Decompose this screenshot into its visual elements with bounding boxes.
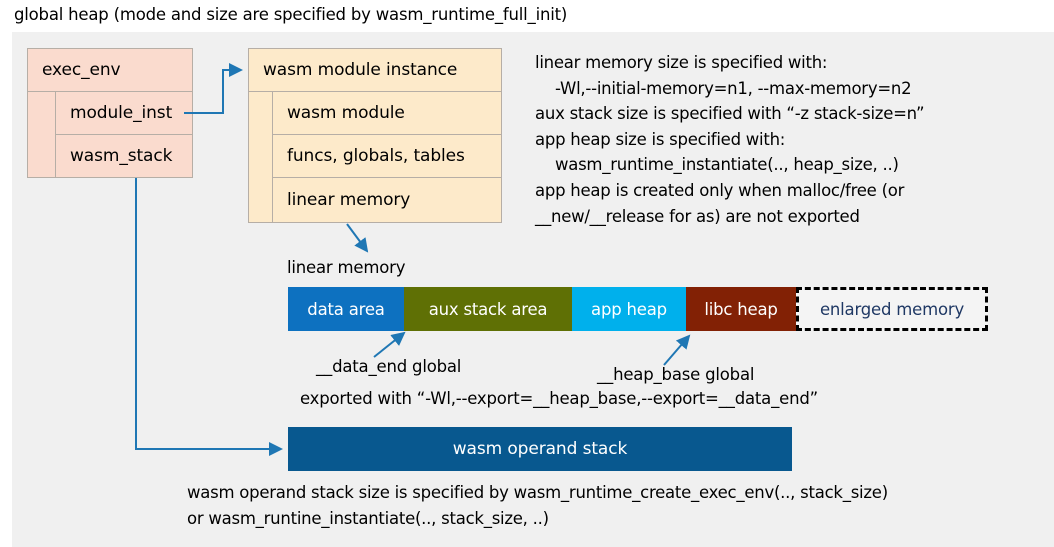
annotation-export-line: exported with “-Wl,--export=__heap_base,… xyxy=(300,389,818,408)
exec-env-box-header: exec_env xyxy=(27,48,193,92)
linear-memory-caption: linear memory xyxy=(287,258,406,277)
annotation-heap-base: __heap_base global xyxy=(597,365,755,384)
memory-segment-app-heap: app heap xyxy=(572,287,686,331)
page-title: global heap (mode and size are specified… xyxy=(14,5,568,24)
linear-memory-bar: data area aux stack area app heap libc h… xyxy=(288,287,988,331)
wasm-operand-stack-bar: wasm operand stack xyxy=(288,427,792,471)
memory-segment-aux-stack-area: aux stack area xyxy=(404,287,572,331)
memory-segment-enlarged-memory: enlarged memory xyxy=(796,287,988,331)
module-instance-row-linear-memory: linear memory xyxy=(272,177,502,223)
annotation-data-end: __data_end global xyxy=(316,357,462,376)
linear-memory-notes: linear memory size is specified with: -W… xyxy=(535,53,925,226)
memory-segment-libc-heap: libc heap xyxy=(686,287,796,331)
module-instance-row-wasm-module: wasm module xyxy=(272,91,502,135)
operand-stack-notes: wasm operand stack size is specified by … xyxy=(187,483,888,528)
exec-env-row-wasm-stack: wasm_stack xyxy=(55,134,193,178)
exec-env-row-module-inst: module_inst xyxy=(55,91,193,135)
module-instance-row-funcs-globals-tables: funcs, globals, tables xyxy=(272,134,502,178)
memory-segment-data-area: data area xyxy=(288,287,404,331)
module-instance-box-header: wasm module instance xyxy=(248,48,502,92)
